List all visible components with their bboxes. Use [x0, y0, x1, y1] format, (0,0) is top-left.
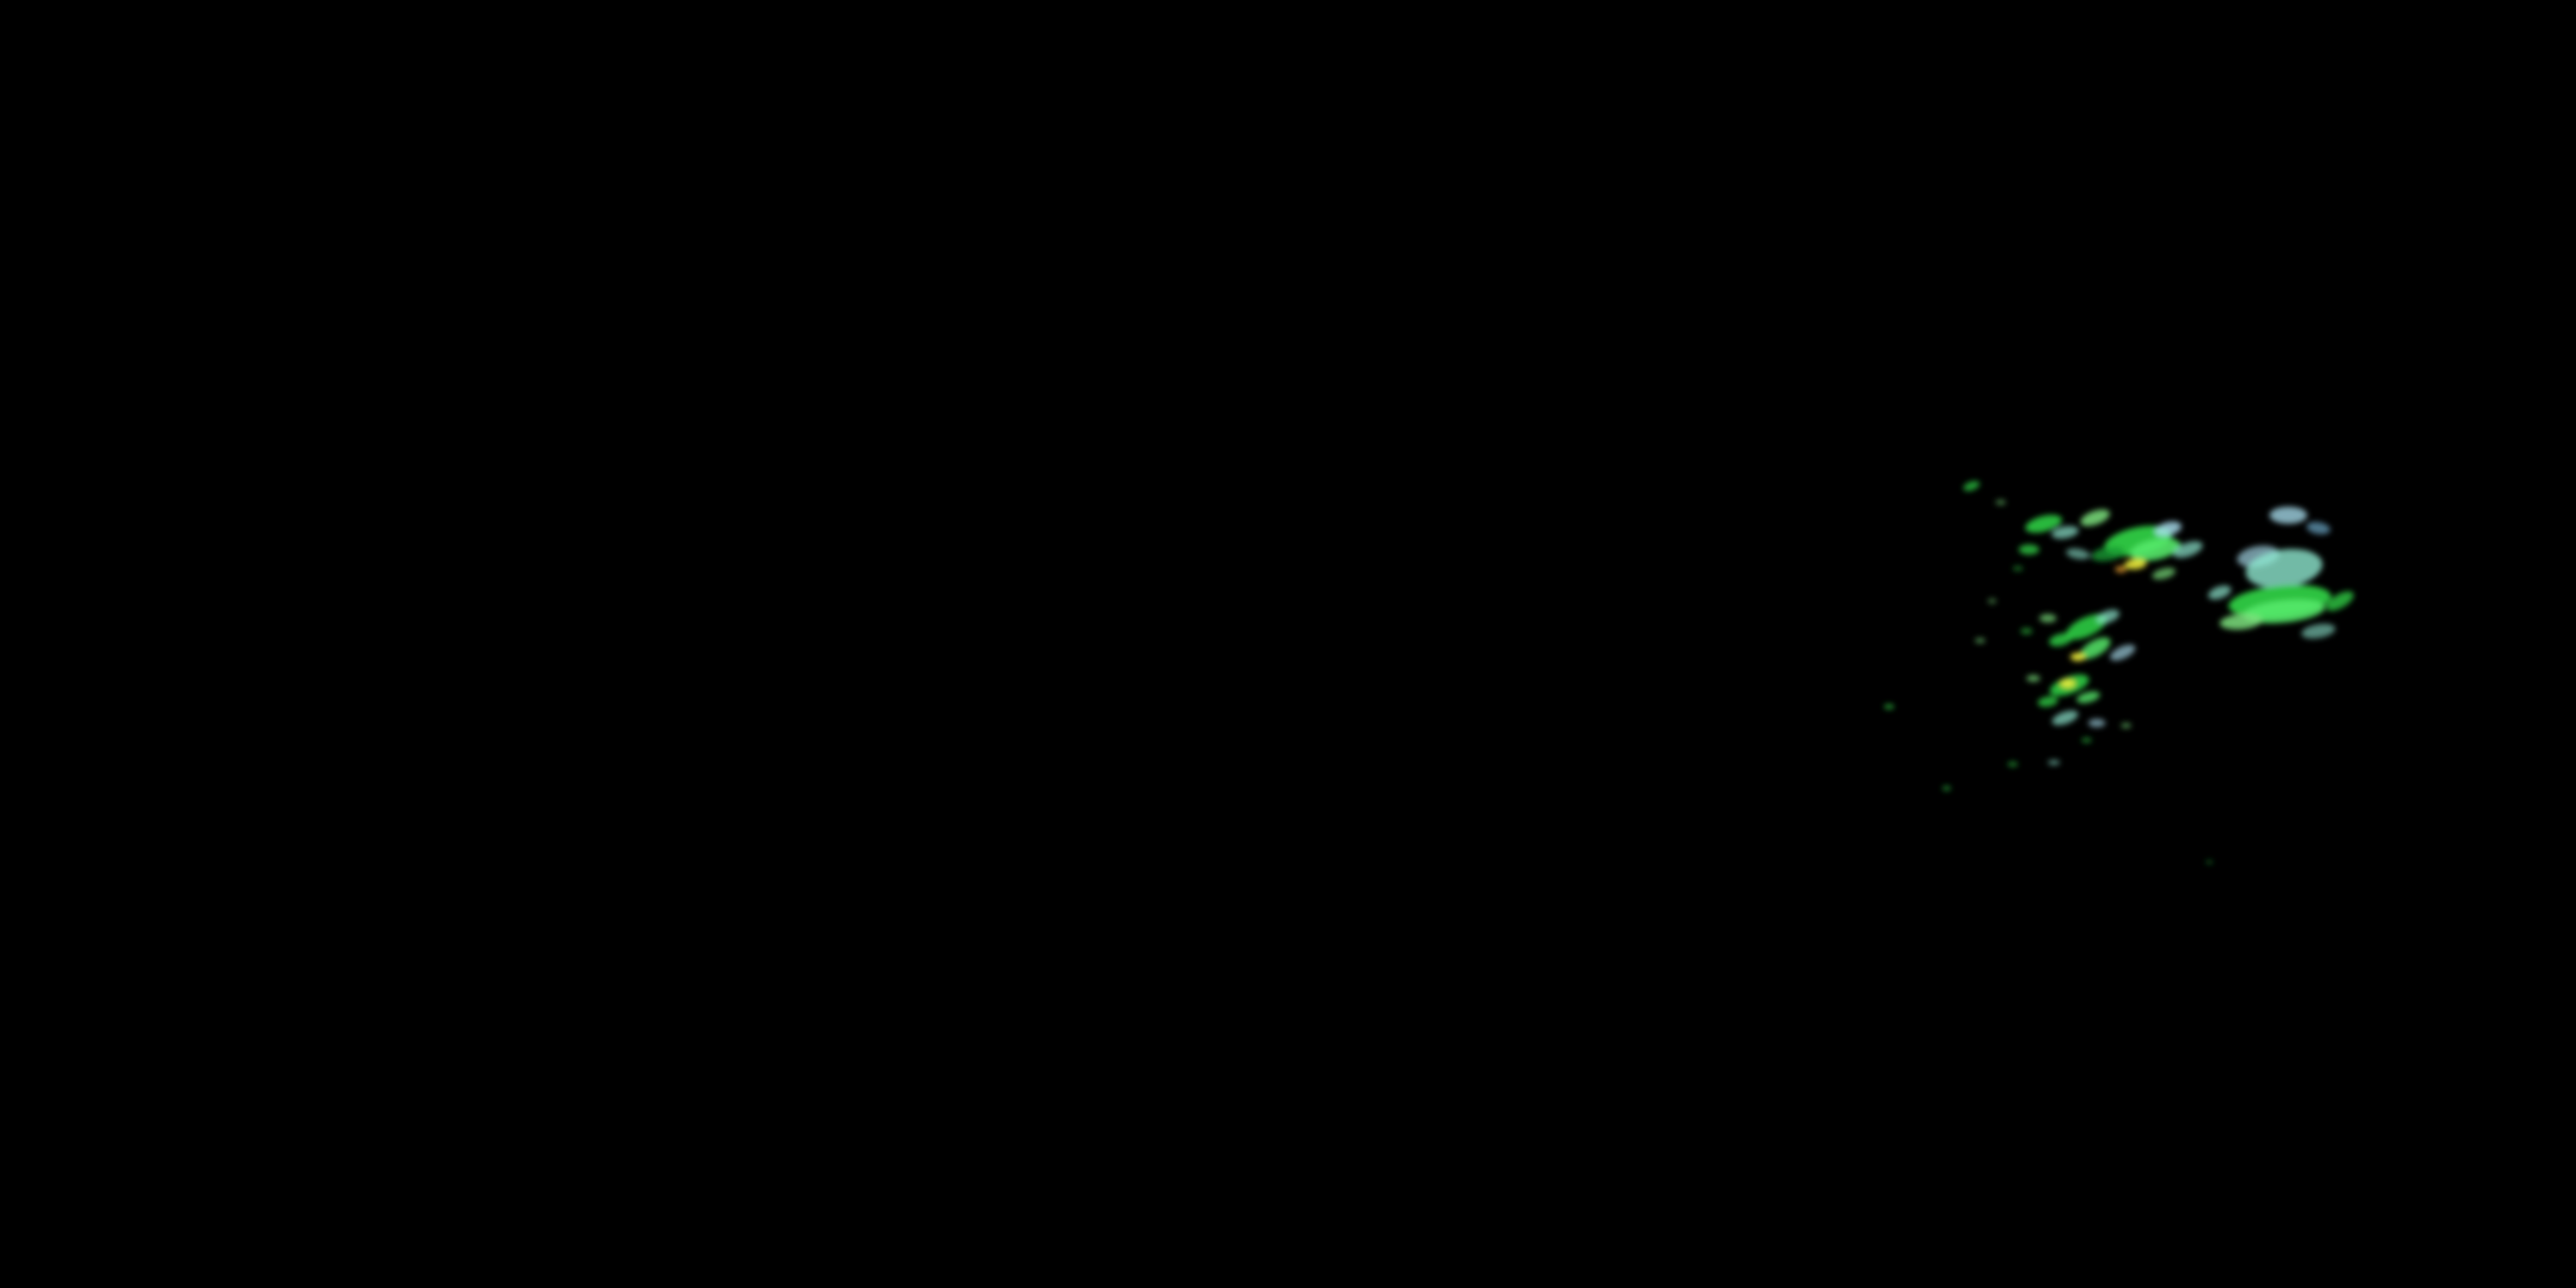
radar-echo-cell — [2076, 691, 2100, 703]
radar-echo-cell — [2121, 723, 2131, 728]
radar-echo-cell — [2025, 514, 2063, 533]
radar-echoes — [1884, 481, 2354, 864]
radar-echo-cell — [2152, 568, 2176, 580]
radar-echo-cell — [2301, 623, 2336, 639]
radar-echo-cell — [2019, 544, 2039, 555]
radar-echo-cell — [2154, 521, 2182, 537]
radar-echo-cell — [2096, 609, 2120, 624]
radar-echo-cell — [2269, 507, 2307, 524]
radar-echo-cell — [2115, 566, 2127, 573]
radar-echo-cell — [2049, 633, 2073, 647]
radar-echo-cell — [2048, 760, 2060, 765]
radar-echo-cell — [2026, 675, 2040, 682]
radar-echo-cell — [2088, 719, 2105, 727]
radar-echo-cell — [2051, 526, 2079, 539]
radar-echo-cell — [2070, 653, 2086, 661]
radar-echo-cell — [1975, 638, 1985, 643]
radar-echo-cell — [2243, 599, 2325, 623]
radar-echo-cell — [2110, 644, 2136, 661]
radar-echo-cell — [2080, 637, 2111, 659]
radar-echo-cell — [2039, 614, 2057, 623]
radar-echo-cell — [2220, 613, 2263, 630]
radar-echo-cell — [1942, 786, 1951, 791]
radar-echo-cell — [1963, 481, 1980, 491]
radar-echo-cell — [2208, 585, 2232, 600]
radar-echo-cell — [2306, 521, 2330, 535]
radar-echo-cell — [2124, 558, 2147, 570]
radar-echo-cell — [1884, 704, 1894, 709]
radar-echo-cell — [2008, 762, 2018, 767]
radar-echo-cell — [2206, 860, 2213, 864]
radar-echo-cell — [2051, 710, 2079, 726]
radar-echo-cell — [2020, 628, 2032, 635]
radar-echo-cell — [2038, 696, 2058, 708]
radar-echo-cell — [1988, 598, 1996, 604]
radar-echo-cell — [2129, 538, 2181, 562]
radar-echo-cell — [2325, 591, 2354, 611]
radar-echo-cell — [2013, 566, 2023, 571]
radar-echo-cell — [2080, 509, 2111, 526]
radar-echo-cell — [2091, 546, 2125, 562]
radar-echo-cell — [2172, 541, 2203, 558]
radar-echo-cell — [2066, 548, 2090, 560]
radar-echo-cell — [1996, 500, 2006, 505]
radar-echo-cell — [2245, 549, 2323, 588]
radar-echo-cell — [2060, 679, 2075, 688]
radar-echo-cell — [2081, 738, 2092, 743]
